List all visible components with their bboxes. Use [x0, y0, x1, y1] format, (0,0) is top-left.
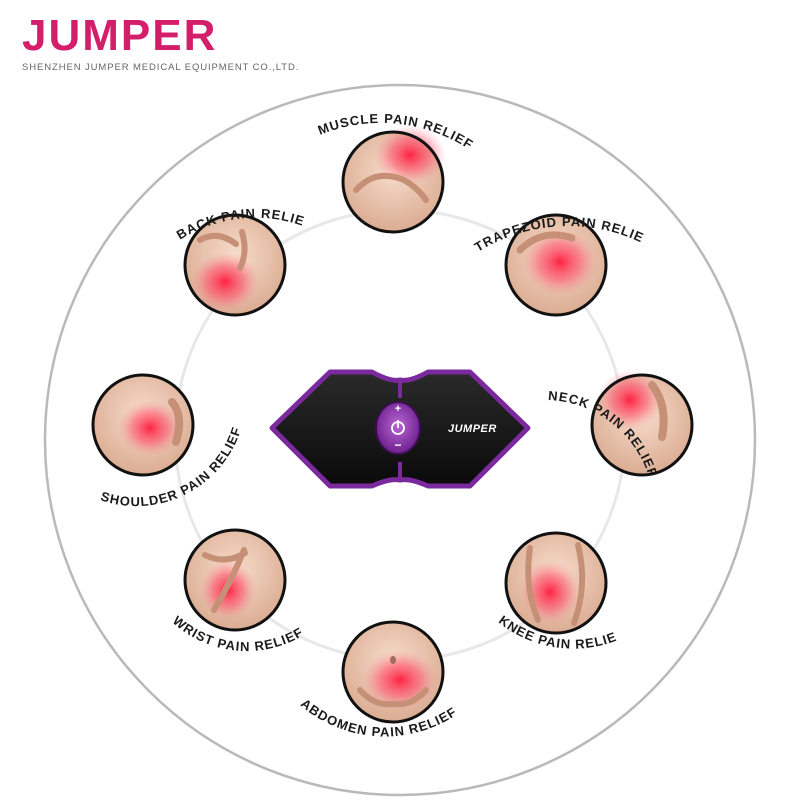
brand-logo: JUMPER	[22, 11, 218, 60]
abdomen-thumbnail	[341, 620, 445, 724]
muscle-thumbnail	[341, 125, 446, 234]
company-name: SHENZHEN JUMPER MEDICAL EQUIPMENT CO.,LT…	[22, 62, 300, 73]
control-buttons[interactable]: + −	[375, 401, 421, 455]
back-thumbnail	[183, 213, 287, 317]
plus-button[interactable]: +	[395, 403, 401, 415]
neck-thumbnail	[590, 370, 694, 477]
knee-thumbnail	[504, 531, 608, 635]
massager-device: + − JUMPER	[269, 369, 531, 489]
shoulder-thumbnail	[91, 373, 195, 477]
trapezoid-thumbnail	[504, 213, 608, 317]
device-brand-label: JUMPER	[448, 423, 497, 435]
wrist-thumbnail	[183, 528, 287, 632]
minus-button[interactable]: −	[394, 438, 401, 452]
power-icon[interactable]	[391, 420, 405, 435]
